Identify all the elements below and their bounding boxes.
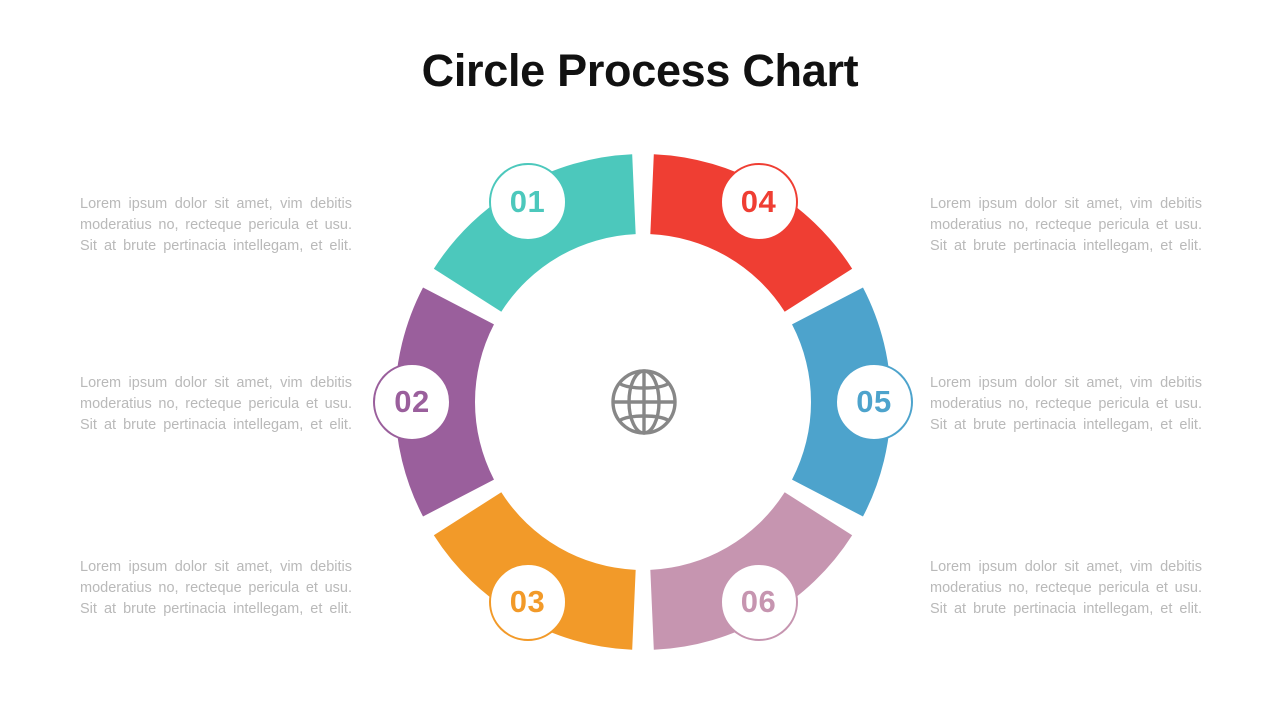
step-badge-label: 01 — [509, 183, 546, 219]
step-badge-02[interactable]: 02 — [373, 363, 451, 441]
step-badge-label: 04 — [740, 183, 777, 219]
step-description-02: Lorem ipsum dolor sit amet, vim debitis … — [80, 375, 352, 433]
step-description-04: Lorem ipsum dolor sit amet, vim debitis … — [930, 196, 1202, 254]
step-badge-04[interactable]: 04 — [719, 162, 798, 241]
step-description-03: Lorem ipsum dolor sit amet, vim debitis … — [80, 559, 352, 617]
step-badge-label: 02 — [394, 384, 430, 419]
step-badge-label: 05 — [856, 384, 892, 419]
step-badge-03[interactable]: 03 — [488, 563, 567, 642]
globe-icon — [605, 362, 683, 442]
step-description-05: Lorem ipsum dolor sit amet, vim debitis … — [930, 375, 1202, 433]
step-description-06: Lorem ipsum dolor sit amet, vim debitis … — [930, 559, 1202, 617]
step-badge-01[interactable]: 01 — [488, 162, 567, 241]
step-badge-label: 06 — [740, 584, 777, 620]
page-title: Circle Process Chart — [421, 45, 859, 96]
step-description-01: Lorem ipsum dolor sit amet, vim debitis … — [80, 196, 352, 254]
step-badge-05[interactable]: 05 — [835, 363, 913, 441]
step-badge-06[interactable]: 06 — [719, 563, 798, 642]
step-badge-label: 03 — [509, 584, 546, 620]
